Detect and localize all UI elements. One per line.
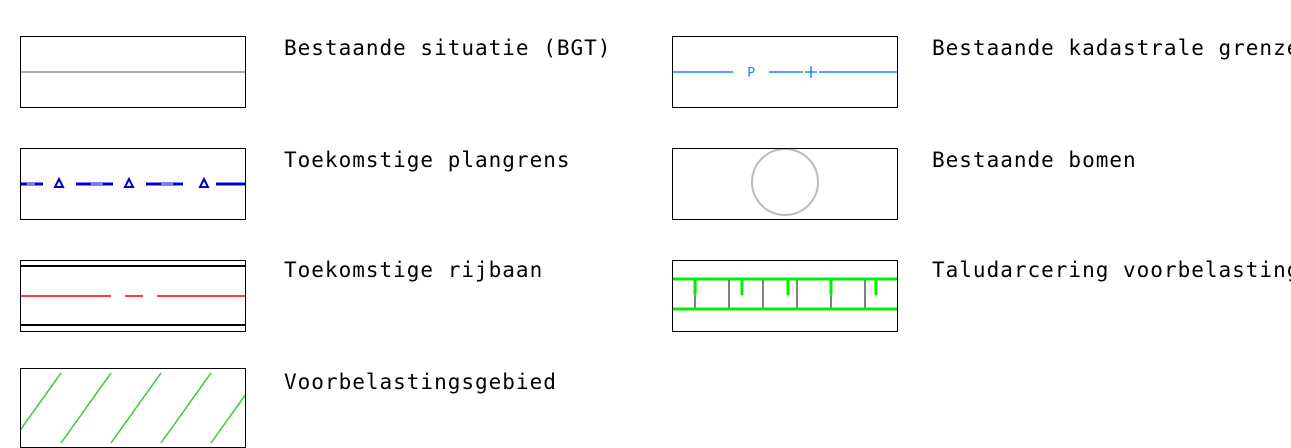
plangrens-label: Toekomstige plangrens [284,148,571,172]
bgt-swatch [20,36,246,108]
bomen-swatch [672,148,898,220]
plangrens-swatch [20,148,246,220]
voorbelasting-label: Voorbelastingsgebied [284,370,557,394]
bomen-label: Bestaande bomen [932,148,1137,172]
rijbaan-swatch [20,260,246,332]
kadaster-marker-p: P [747,66,755,81]
taludarcering-graphic [673,277,897,311]
voorbelasting-swatch [20,368,246,448]
kadaster-label: Bestaande kadastrale grenzen [932,36,1291,60]
tree-icon [751,149,819,216]
taludarcering-label: Taludarcering voorbelasting [932,258,1291,282]
rijbaan-graphic [21,265,245,326]
bgt-line-graphic [21,71,245,73]
voorbelasting-hatch-graphic [21,372,245,444]
plangrens-line-graphic [21,176,245,188]
rijbaan-label: Toekomstige rijbaan [284,258,544,282]
kadaster-swatch: P [672,36,898,108]
bgt-label: Bestaande situatie (BGT) [284,36,612,60]
taludarcering-swatch [672,260,898,332]
kadaster-line-graphic: P [673,66,897,81]
